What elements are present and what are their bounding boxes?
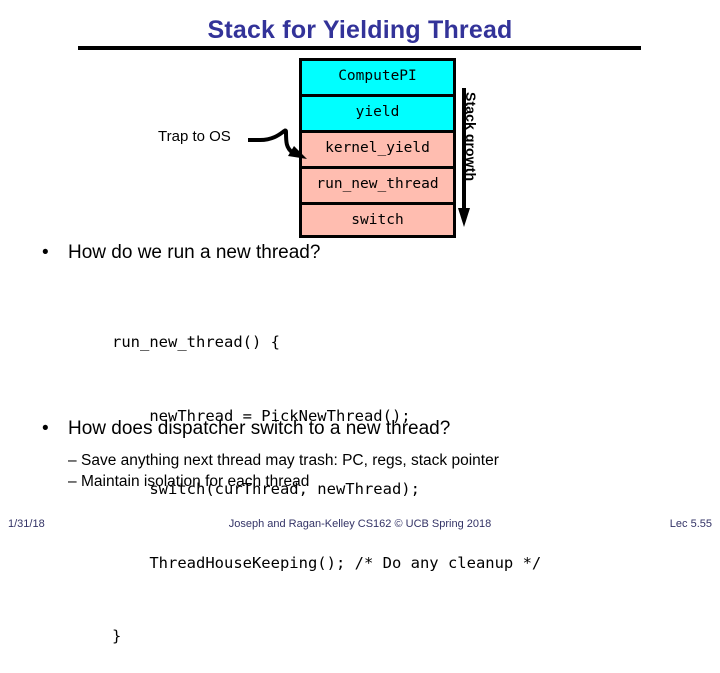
code-line-3: switch(curThread, newThread); <box>112 480 420 498</box>
stack-frame-run-new-thread: run_new_thread <box>299 166 456 202</box>
sub-bullet-save-state: –Save anything next thread may trash: PC… <box>68 452 499 470</box>
bullet-dispatcher-switch: • How does dispatcher switch to a new thr… <box>42 418 450 440</box>
dash-marker-icon: – <box>68 473 77 490</box>
sub-bullet-save-state-text: Save anything next thread may trash: PC,… <box>81 452 499 469</box>
sub-bullet-maintain-isolation: –Maintain isolation for each thread <box>68 473 309 491</box>
bullet-run-new-thread: • How do we run a new thread? <box>42 242 320 264</box>
stack-diagram: ComputePI yield kernel_yield run_new_thr… <box>299 58 456 238</box>
title-divider <box>78 46 641 50</box>
trap-to-os-label: Trap to OS <box>158 128 231 145</box>
code-line-4: ThreadHouseKeeping(); /* Do any cleanup … <box>112 553 542 572</box>
stack-growth-label: Stack growth <box>463 92 479 182</box>
code-line-5: } <box>112 627 122 645</box>
code-line-2: newThread = PickNewThread(); <box>112 406 411 425</box>
footer-attribution: Joseph and Ragan-Kelley CS162 © UCB Spri… <box>228 518 492 530</box>
stack-frame-kernel-yield: kernel_yield <box>299 130 456 166</box>
footer-lecture-number: Lec 5.55 <box>669 518 712 530</box>
stack-frame-yield: yield <box>299 94 456 130</box>
dash-marker-icon: – <box>68 452 77 469</box>
stack-frame-switch: switch <box>299 202 456 238</box>
trap-to-os-arrow-icon <box>248 128 307 159</box>
bullet-run-new-thread-text: How do we run a new thread? <box>68 242 321 263</box>
bullet-dispatcher-switch-text: How does dispatcher switch to a new thre… <box>68 418 451 439</box>
stack-growth-arrow-icon <box>458 88 470 227</box>
stack-frame-computepi: ComputePI <box>299 58 456 94</box>
bullet-marker-icon: • <box>42 242 49 263</box>
bullet-marker-icon: • <box>42 418 49 439</box>
sub-bullet-maintain-isolation-text: Maintain isolation for each thread <box>81 473 310 490</box>
footer-date: 1/31/18 <box>8 518 45 530</box>
code-line-1: run_new_thread() { <box>112 333 280 351</box>
page-title: Stack for Yielding Thread <box>207 16 513 44</box>
